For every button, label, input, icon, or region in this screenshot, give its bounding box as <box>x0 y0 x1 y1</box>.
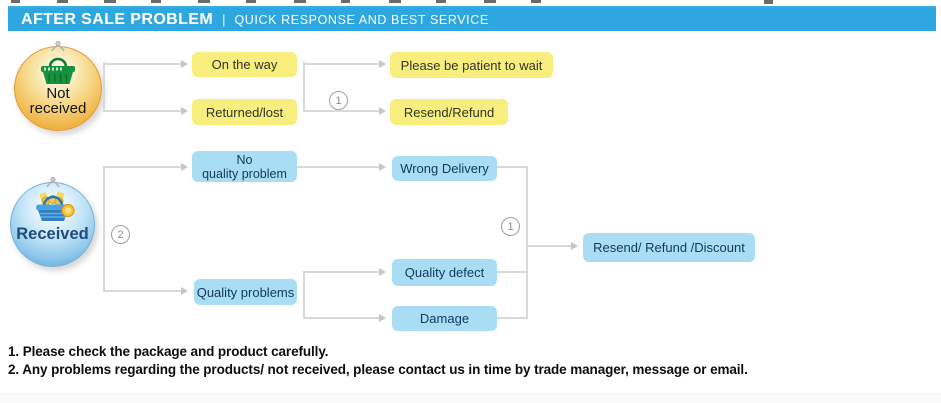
crop-artifact <box>57 0 68 3</box>
arrowhead <box>181 107 188 115</box>
footer-note-1: 1. Please check the package and product … <box>8 344 329 359</box>
node-wrong-delivery: Wrong Delivery <box>392 156 497 181</box>
crop-artifact <box>104 0 116 3</box>
arrowhead <box>379 268 386 276</box>
received-node: Received <box>10 176 95 267</box>
node-damage: Damage <box>392 306 497 331</box>
node-resend-refund: Resend/Refund <box>390 99 508 125</box>
connector-line <box>303 271 379 273</box>
node-resend-refund-discount: Resend/ Refund /Discount <box>583 233 755 262</box>
connector-line <box>303 317 379 319</box>
connector-line <box>297 166 379 168</box>
node-quality-problems: Quality problems <box>194 279 297 305</box>
connector-line <box>303 63 379 65</box>
connector-line <box>497 166 528 168</box>
shopping-basket-coins-icon <box>35 191 75 221</box>
step-badge: 1 <box>501 217 520 236</box>
crop-artifact <box>531 0 541 3</box>
crop-artifact <box>294 0 306 3</box>
node-returned-lost: Returned/lost <box>192 99 297 125</box>
header-divider: | <box>222 12 226 27</box>
hanger-icon <box>51 40 65 52</box>
node-please-be-patient: Please be patient to wait <box>390 52 553 78</box>
section-title: AFTER SALE PROBLEM <box>21 10 214 28</box>
connector-line <box>103 166 181 168</box>
arrowhead <box>571 242 578 250</box>
not-received-node: Not received <box>14 40 102 131</box>
connector-line <box>303 110 379 112</box>
connector-line <box>103 110 181 112</box>
not-received-label: Not received <box>29 85 87 117</box>
hanger-icon <box>45 176 60 188</box>
crop-artifact <box>198 0 210 3</box>
footer-notes: 1. Please check the package and product … <box>8 343 748 379</box>
crop-artifact <box>341 0 350 3</box>
connector-line <box>526 245 571 247</box>
crop-artifact <box>764 0 773 4</box>
node-on-the-way: On the way <box>192 52 297 77</box>
connector-line <box>497 271 528 273</box>
arrowhead <box>181 163 188 171</box>
connector-line <box>497 317 528 319</box>
step-badge: 1 <box>329 91 348 110</box>
crop-artifact <box>389 0 401 3</box>
connector-line <box>103 62 105 112</box>
shopping-basket-icon <box>41 57 75 84</box>
connector-line <box>103 290 181 292</box>
connector-line <box>103 166 105 292</box>
arrowhead <box>379 107 386 115</box>
node-quality-defect: Quality defect <box>392 259 497 286</box>
arrowhead <box>379 163 386 171</box>
received-label: Received <box>16 225 89 243</box>
section-header: AFTER SALE PROBLEM | QUICK RESPONSE AND … <box>8 6 936 31</box>
crop-artifact <box>11 0 20 3</box>
arrowhead <box>379 314 386 322</box>
crop-artifact <box>151 0 161 3</box>
connector-line <box>303 271 305 319</box>
crop-artifact <box>484 0 496 3</box>
crop-artifact <box>246 0 256 3</box>
footer-note-2: 2. Any problems regarding the products/ … <box>8 362 748 377</box>
crop-artifact <box>436 0 446 3</box>
section-subtitle: QUICK RESPONSE AND BEST SERVICE <box>234 12 489 27</box>
connector-line <box>303 62 305 112</box>
arrowhead <box>181 287 188 295</box>
next-section-edge <box>0 394 941 403</box>
arrowhead <box>379 60 386 68</box>
step-badge: 2 <box>111 225 130 244</box>
connector-line <box>103 63 181 65</box>
arrowhead <box>181 60 188 68</box>
node-no-quality-problem: No quality problem <box>192 151 297 182</box>
connector-line <box>526 166 528 319</box>
